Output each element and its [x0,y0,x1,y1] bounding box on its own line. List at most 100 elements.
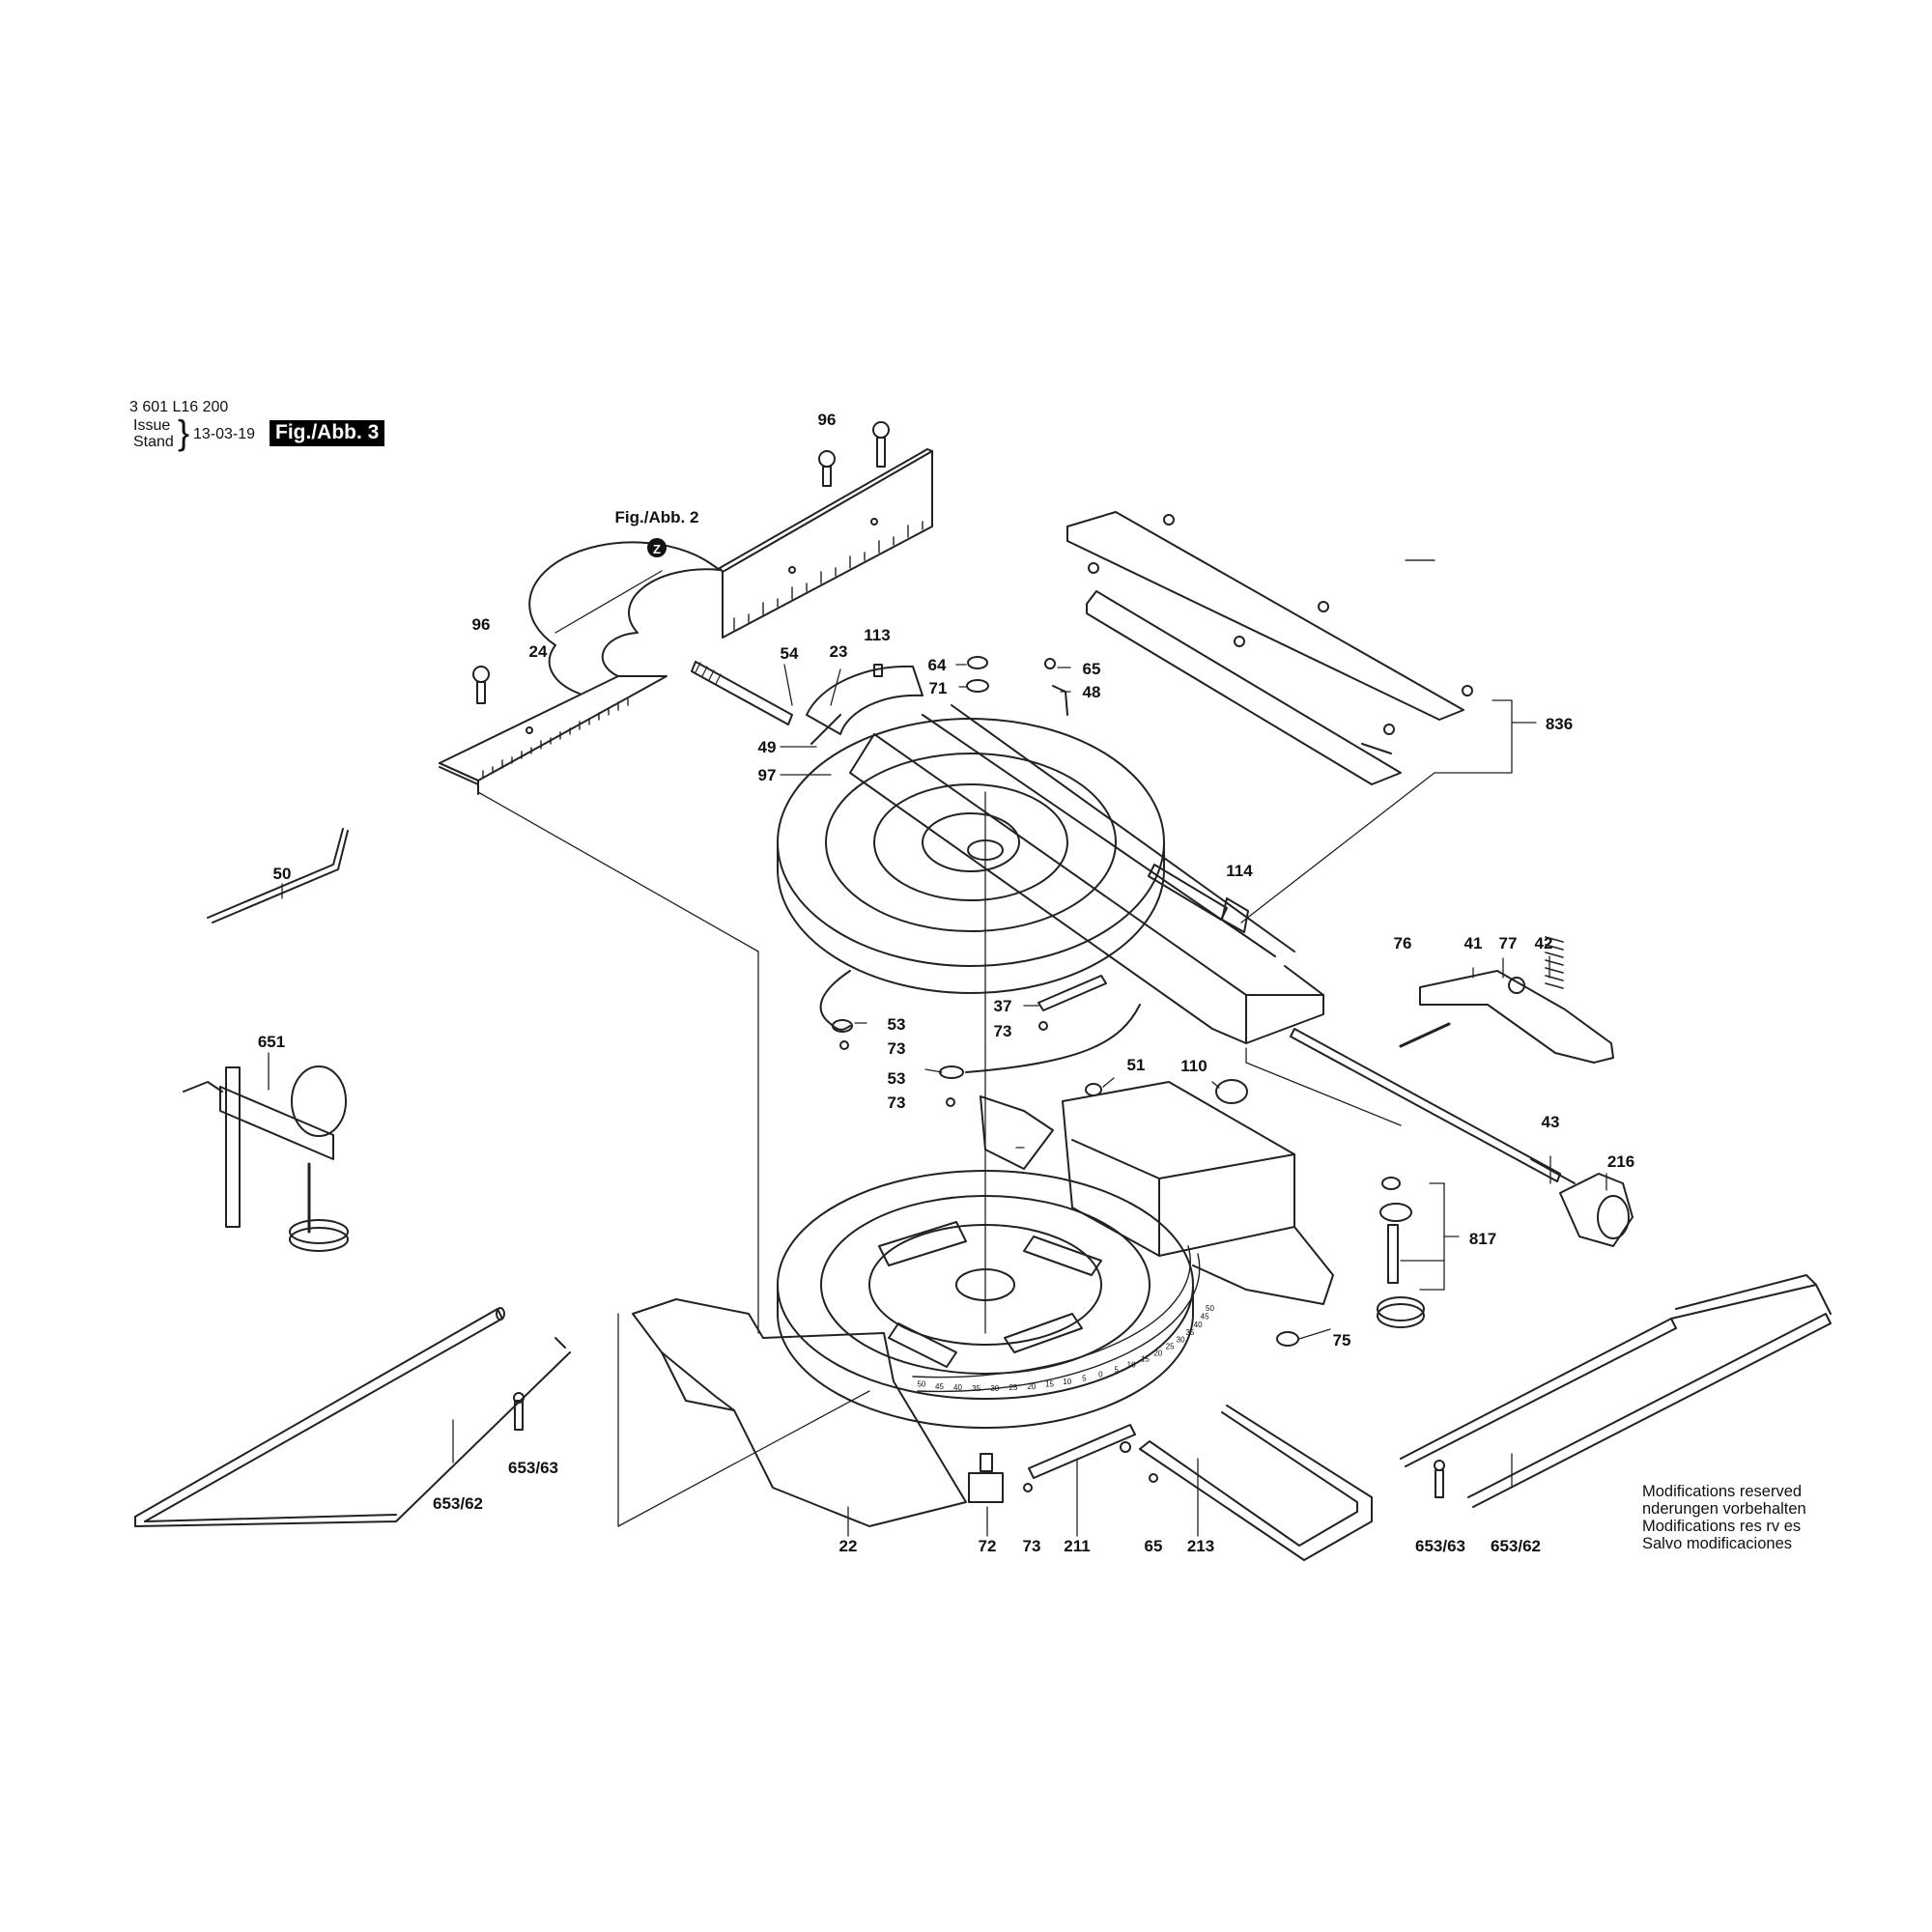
scale-tick-label: 10 [1127,1361,1136,1370]
callout-651: 651 [258,1033,285,1051]
scale-tick-label: 25 [1009,1383,1017,1392]
ring-53b [939,1065,964,1079]
issue-label: Issue [133,417,171,434]
small-screws [513,514,1473,1498]
callout-97: 97 [758,766,777,784]
callout-73-b: 73 [888,1039,906,1058]
scale-tick-label: 45 [935,1382,944,1391]
scale-tick-label: 30 [990,1384,999,1393]
stand-label: Stand [133,434,174,450]
callout-53-a: 53 [888,1015,906,1034]
cap-110 [1215,1079,1248,1104]
scale-tick-label: 40 [953,1383,962,1392]
scale-tick-label: 5 [1114,1366,1119,1375]
leader-lines [477,559,1537,1527]
callout-50: 50 [273,865,292,883]
pointer-211 [1028,1424,1136,1479]
callout-22: 22 [839,1537,858,1555]
callout-42: 42 [1535,934,1553,952]
ring-53a [832,1019,853,1033]
right-fence [719,448,933,639]
callout-24: 24 [529,642,548,661]
scale-tick-label: 0 [1098,1370,1103,1378]
scale-tick-label: 15 [1141,1355,1150,1364]
note-line-en: Modifications reserved [1642,1483,1803,1500]
callout-113: 113 [864,626,890,644]
callout-37: 37 [994,997,1012,1015]
scale-tick-label: 30 [1177,1335,1185,1344]
callout-216: 216 [1607,1152,1634,1171]
rail-left [134,1307,571,1527]
callout-51: 51 [1127,1056,1146,1074]
callout-73-a: 73 [994,1022,1012,1040]
callout-41: 41 [1464,934,1483,952]
callout-49: 49 [758,738,777,756]
callout-72: 72 [979,1537,997,1555]
scale-tick-label: 50 [917,1380,925,1389]
note-line-de: nderungen vorbehalten [1642,1500,1806,1518]
left-fence [439,541,721,795]
screw-96-top [818,421,890,487]
callout-213: 213 [1187,1537,1214,1555]
guide-strips-836 [1066,511,1464,785]
callout-48: 48 [1083,683,1101,701]
callout-114: 114 [1226,862,1253,880]
base [632,1081,1334,1527]
cross-reference-label: Fig./Abb. 2 [615,508,699,526]
scale-tick-label: 25 [1166,1343,1175,1351]
callout-65-top: 65 [1083,660,1101,678]
issue-date: 13-03-19 [193,426,256,442]
hex-key-50 [207,828,349,923]
screw-72 [968,1453,1004,1503]
callout-54: 54 [781,644,799,663]
callout-211: 211 [1064,1537,1090,1555]
callout-653-63-left: 653/63 [508,1459,558,1477]
callout-71: 71 [929,679,948,697]
callout-110: 110 [1180,1057,1207,1075]
scale-tick-label: 10 [1063,1378,1071,1386]
scale-tick-label: 35 [1185,1328,1194,1337]
callout-53-b: 53 [888,1069,906,1088]
scale-tick-label: 50 [1206,1304,1214,1313]
callout-96-top: 96 [818,411,837,429]
callout-73-c: 73 [888,1094,906,1112]
callout-75: 75 [1333,1331,1351,1350]
spring-42 [1545,936,1564,989]
feet-817 [1377,1177,1425,1328]
part-number: 3 601 L16 200 [129,399,229,415]
rod-43 [1290,1028,1576,1184]
nut-75 [1276,1331,1299,1347]
scale-tick-label: 35 [972,1384,980,1393]
lever-41 [1399,970,1614,1064]
washer-71 [966,679,989,693]
callout-leaders [268,570,1607,1537]
scale-tick-label: 20 [1027,1382,1036,1391]
callout-817: 817 [1469,1230,1496,1248]
callout-96-left: 96 [472,615,491,634]
knob-216 [1559,1173,1634,1247]
nut-64 [967,656,988,669]
scale-tick-label: 40 [1194,1321,1203,1329]
pin-113 [873,664,883,677]
cable-2 [965,1004,1141,1073]
rotary-table [777,665,1324,1044]
callout-77: 77 [1499,934,1518,952]
callout-653-62-left: 653/62 [433,1494,483,1513]
callout-65-bottom: 65 [1145,1537,1163,1555]
scale-tick-label: 45 [1201,1313,1209,1321]
callout-23: 23 [830,642,848,661]
rail-right [1400,1274,1832,1508]
callout-73-d: 73 [1023,1537,1041,1555]
brace-icon: } [178,412,190,452]
screw-96-left [472,666,490,704]
cable [819,970,851,1031]
callout-64: 64 [928,656,947,674]
callout-76: 76 [1394,934,1412,952]
clip-48 [1052,685,1068,716]
scale-tick-label: 15 [1045,1380,1054,1389]
clamp-651 [183,1065,349,1252]
cross-reference: Fig./Abb. 2 Z [615,508,699,557]
callout-653-62-right: 653/62 [1491,1537,1541,1555]
figure-label: Fig./Abb. 3 [270,420,385,446]
